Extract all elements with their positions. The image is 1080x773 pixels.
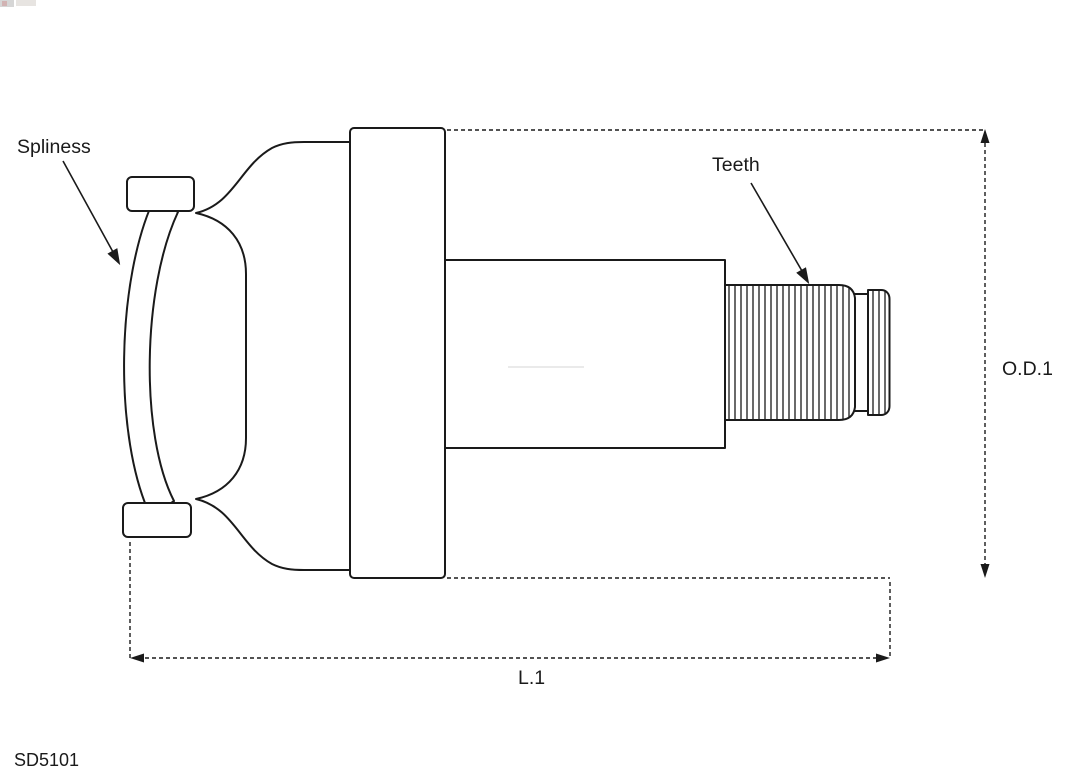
spliness-arrowhead bbox=[107, 248, 121, 266]
clutch-housing-outline bbox=[195, 141, 361, 571]
od1-arrowhead-down bbox=[980, 564, 990, 578]
teeth-label: Teeth bbox=[712, 154, 760, 176]
collar-lug-top bbox=[126, 176, 195, 212]
shaft bbox=[444, 259, 726, 449]
collar-band bbox=[123, 196, 179, 518]
drum-cylinder bbox=[349, 127, 446, 579]
cropped-watermark-artifact bbox=[0, 0, 36, 7]
spline-teeth-section bbox=[724, 284, 856, 421]
spliness-leader-line bbox=[62, 160, 114, 253]
spline-end-cap bbox=[867, 289, 891, 416]
od1-arrowhead-up bbox=[980, 129, 990, 143]
teeth-leader-line bbox=[750, 182, 803, 272]
collar-lug-bottom bbox=[122, 502, 192, 538]
od1-label: O.D.1 bbox=[1002, 358, 1053, 380]
part-number: SD5101 bbox=[14, 750, 79, 770]
l1-arrowhead-right bbox=[876, 653, 890, 663]
l1-arrowhead-left bbox=[130, 653, 144, 663]
l1-label: L.1 bbox=[518, 667, 545, 689]
spliness-label: Spliness bbox=[17, 136, 91, 158]
teeth-arrowhead bbox=[796, 267, 810, 285]
